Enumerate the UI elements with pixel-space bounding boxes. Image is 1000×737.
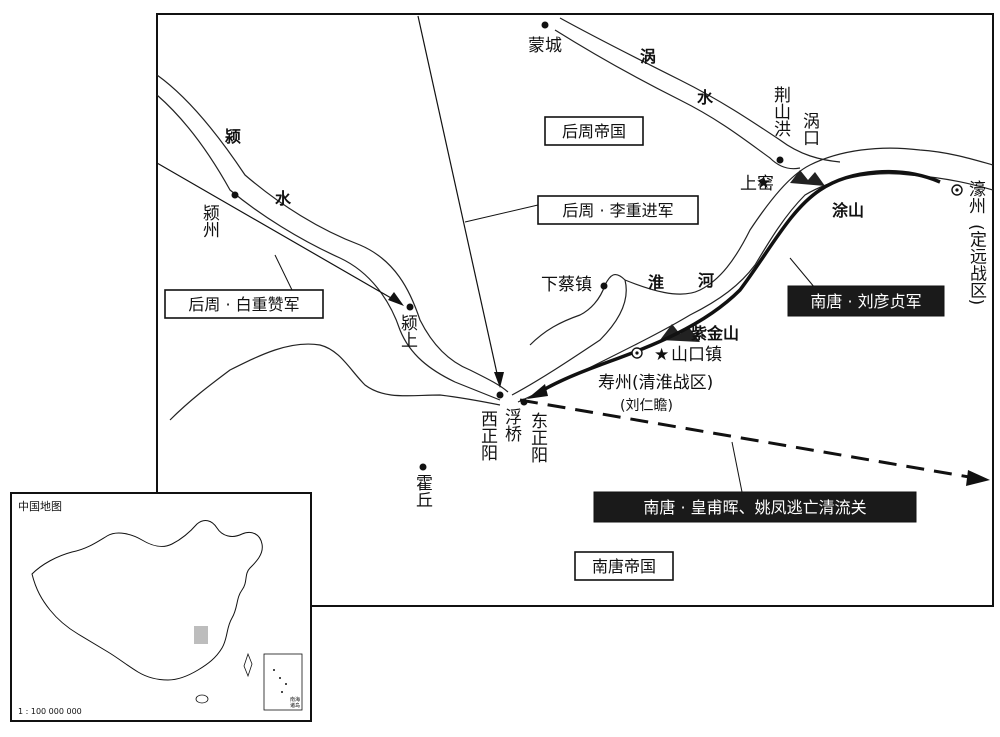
xiacai-label: 下蔡镇 xyxy=(541,275,592,295)
bai-chongzan-label: 后周 · 白重赞军 xyxy=(188,295,299,314)
hainan-island xyxy=(195,694,209,704)
ying-river-bank-south xyxy=(156,94,501,401)
shouzhou-label: 寿州(清淮战区) xyxy=(598,373,713,393)
li-chongjin-arrowhead xyxy=(494,372,504,388)
huai-river-label-1: 淮 xyxy=(648,273,664,292)
scs-island-4 xyxy=(281,691,283,693)
shouzhou-marker-center xyxy=(635,351,639,355)
guo-river-bank-north xyxy=(559,17,841,163)
yingshang-dot xyxy=(406,303,414,311)
yingshang-label: 颍上 xyxy=(397,314,417,348)
inset-china-outline xyxy=(31,520,303,711)
scs-island-3 xyxy=(285,683,287,685)
scs-island-1 xyxy=(273,669,275,671)
li-chongjin-route xyxy=(417,15,499,379)
study-area-highlight xyxy=(194,626,208,644)
southern-tang-label: 南唐帝国 xyxy=(592,557,656,576)
huai-river-label-2: 河 xyxy=(698,271,714,290)
huoqiu-dot xyxy=(419,463,427,471)
li-chongjin-label: 后周 · 李重进军 xyxy=(562,201,673,220)
inset-scs-label: 南海诸岛 xyxy=(290,697,301,709)
shouzhou-commander-label: (刘仁瞻) xyxy=(620,397,673,414)
bai-chongzan-route xyxy=(156,162,399,303)
china-outline xyxy=(31,520,263,681)
shankouzhen-star: ★ xyxy=(654,345,669,365)
southern-bank-west xyxy=(169,343,501,421)
liu-yanzhen-label: 南唐 · 刘彦贞军 xyxy=(810,292,921,311)
tushan-label: 涂山 xyxy=(832,201,864,220)
dongzhengyang-dot xyxy=(520,398,528,406)
southern-tang-box xyxy=(574,551,674,581)
yingzhou-dot xyxy=(231,191,239,199)
huoqiu-label: 霍丘 xyxy=(412,474,432,508)
li-chongjin-box xyxy=(537,195,699,225)
bai-chongzan-arrowhead xyxy=(388,292,404,306)
bai-chongzan-pointer xyxy=(274,254,293,291)
shangyao-label: 上窑 xyxy=(740,174,774,194)
later-zhou-box xyxy=(544,116,644,146)
liu-yanzhen-arrowhead xyxy=(527,384,548,399)
huai-river-north-bank xyxy=(511,273,627,396)
tushan-mountain-icon xyxy=(790,170,825,186)
liu-yanzhen-pointer xyxy=(789,257,816,289)
haozhou-note-label: (定远战区) xyxy=(966,224,986,306)
mengcheng-dot xyxy=(541,21,549,29)
fuqiao-label: 浮桥 xyxy=(501,408,521,442)
guokou-label: 涡口 xyxy=(799,112,819,146)
later-zhou-label: 后周帝国 xyxy=(562,122,626,141)
ying-river-label-1: 颍 xyxy=(224,127,241,146)
huangfu-pointer xyxy=(731,441,743,493)
scs-island-2 xyxy=(279,677,281,679)
guo-river-label-2: 水 xyxy=(697,88,714,107)
shankouzhen-label: 山口镇 xyxy=(671,345,722,365)
jingshanhong-dot xyxy=(776,156,784,164)
huangfu-arrowhead xyxy=(966,470,990,486)
jingshanhong-vertical-label: 荆山洪 xyxy=(770,86,790,137)
inset-scale: 1 : 100 000 000 xyxy=(18,707,82,716)
huangfu-box xyxy=(593,491,917,523)
bai-chongzan-box xyxy=(164,289,324,319)
huangfu-label: 南唐 · 皇甫晖、姚凤逃亡清流关 xyxy=(643,498,866,517)
haozhou-label: 濠州 xyxy=(965,180,985,214)
inset-title: 中国地图 xyxy=(18,500,62,513)
yingzhou-label: 颍州 xyxy=(199,204,219,238)
ying-river-bank-north xyxy=(156,74,509,393)
xiacai-dot xyxy=(600,282,608,290)
guo-river-label-1: 涡 xyxy=(640,47,656,66)
liu-yanzhen-box xyxy=(787,285,945,317)
huangfu-escape-route xyxy=(519,398,976,480)
li-chongjin-pointer xyxy=(464,204,539,223)
inset-map: 中国地图 南海诸岛 1 : 100 000 000 xyxy=(10,492,312,722)
haozhou-marker-center xyxy=(955,188,959,192)
dongzhengyang-label: 东正阳 xyxy=(527,412,547,463)
mengcheng-label: 蒙城 xyxy=(528,36,562,56)
guo-river-bank-south xyxy=(554,29,801,170)
zijinshan-label: 紫金山 xyxy=(691,324,739,343)
ying-river-label-2: 水 xyxy=(275,189,292,208)
xizhengyang-label: 西正阳 xyxy=(477,410,497,461)
shangyao-star: ★ xyxy=(756,173,771,193)
taiwan-island xyxy=(243,652,253,678)
huai-river-main-north xyxy=(624,147,994,295)
liu-yanzhen-route xyxy=(534,169,941,397)
xizhengyang-dot xyxy=(496,391,504,399)
